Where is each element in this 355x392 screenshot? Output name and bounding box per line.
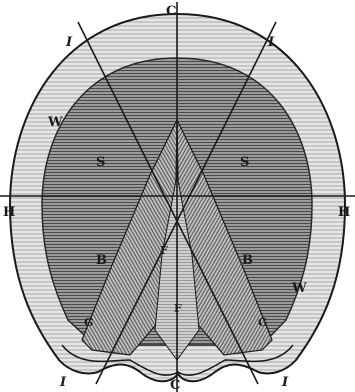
label-sole-right: S [240,155,249,170]
label-top-center: C [166,4,176,19]
label-left-middle: H [3,205,15,220]
label-top-right-line: I [267,35,275,50]
label-heel-left: G [84,316,93,329]
label-wall-left: W [47,115,63,130]
label-bottom-left-line: I [59,375,67,390]
label-frog-lower: F [174,302,182,315]
label-bottom-center: C [170,378,180,392]
label-frog-upper: F [160,244,168,257]
label-sole-left: S [96,155,105,170]
label-bar-right: B [242,253,253,268]
label-heel-right: G [258,316,267,329]
label-bottom-right-line: I [281,375,289,390]
label-bar-left: B [96,253,107,268]
label-wall-right: W [291,281,307,296]
label-right-middle: H [338,205,350,220]
label-top-left-line: I [65,35,73,50]
